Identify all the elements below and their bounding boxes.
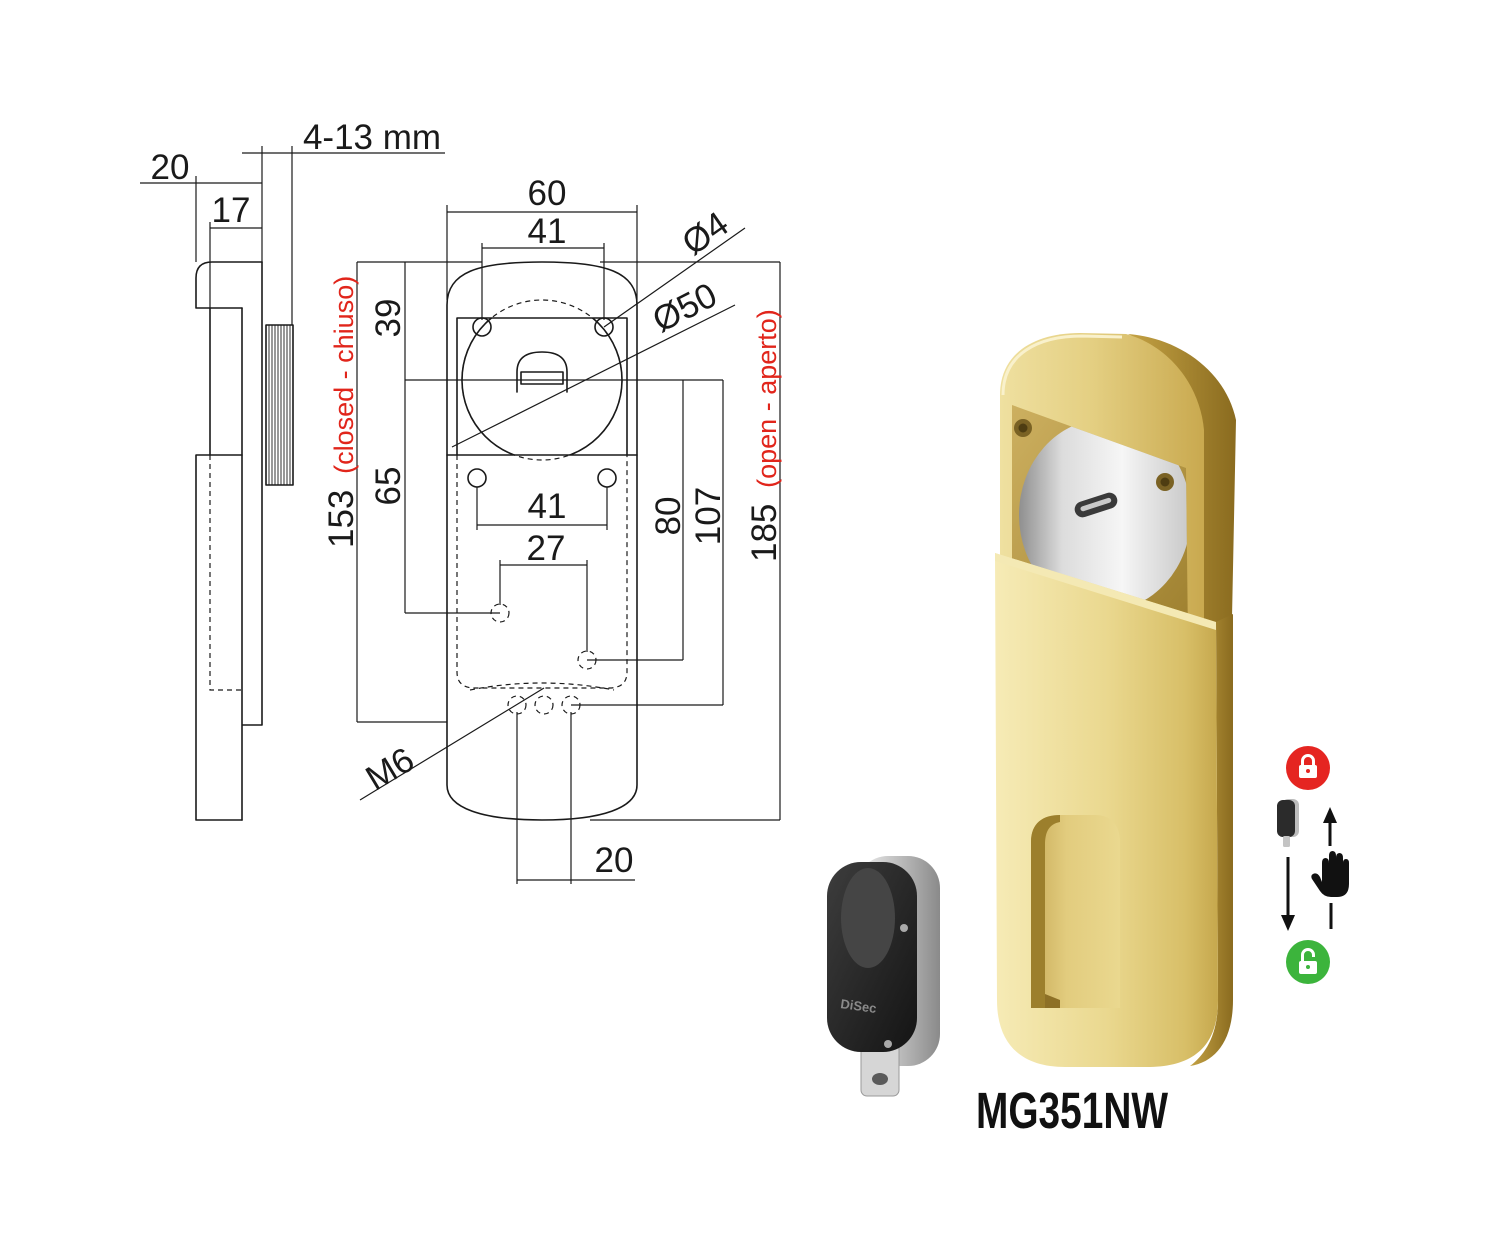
magnetic-key-screw-top (900, 924, 908, 932)
product-model-name: MG351NW (976, 1082, 1169, 1139)
locked-shackle (1301, 754, 1315, 766)
render-keyhole-inner (1080, 497, 1112, 512)
dim-closed-height-value: 153 (322, 490, 361, 548)
cover-cap-side (1128, 334, 1236, 632)
cylinder-rose (1019, 419, 1188, 611)
thread-label: M6 (359, 740, 421, 798)
locked-keyhole (1306, 769, 1310, 773)
arrow-down-head (1281, 915, 1295, 931)
hidden-back-plate-outline (456, 455, 628, 689)
product-render (995, 333, 1236, 1067)
dim-cylinder-to-hole-b: 107 (689, 487, 728, 545)
magnetic-key-screw-bottom (884, 1040, 892, 1048)
hand-icon (1311, 851, 1349, 897)
magnetic-key-brand-logo: DiSec (840, 996, 878, 1016)
side-view-dimensions: 20 17 4-13 mm (140, 118, 445, 325)
arrow-up-head (1323, 807, 1337, 823)
front-view-dimension-lines (356, 211, 781, 881)
keyhole-slot (520, 371, 564, 385)
dim-lower-hole-spacing: 27 (527, 529, 566, 568)
magnetic-key: DiSec (827, 856, 940, 1097)
dim-bottom-hole-spacing: 20 (595, 841, 634, 880)
render-keyhole (1074, 492, 1118, 518)
open-label: (open - aperto) (752, 309, 782, 488)
render-screw-hole-right-inner (1160, 477, 1170, 487)
dim-door-thickness: 4-13 mm (303, 118, 441, 157)
front-view-window-frame (456, 317, 628, 456)
slider-finger-slot-shadow (1031, 815, 1060, 1008)
m6-hole-center (534, 695, 554, 715)
front-view-outline (446, 261, 638, 821)
dim-cover-depth: 17 (212, 191, 251, 230)
closed-label: (closed - chiuso) (329, 276, 359, 474)
slider-finger-slot-notch (1045, 994, 1060, 1008)
slider-top-bevel (995, 553, 1216, 630)
dim-cylinder-to-lower-hole: 65 (369, 467, 408, 506)
dim-open-height: 185 (open - aperto) (745, 309, 784, 562)
cylinder-rose-group (1019, 419, 1188, 611)
side-view-cylinder (265, 324, 294, 486)
arrow-up-icon (1323, 807, 1337, 846)
cover-cap-highlight (1001, 334, 1123, 396)
padlock-closed-icon (1286, 746, 1330, 790)
dim-total-depth: 20 (151, 148, 190, 187)
middle-left-fixing-hole (467, 468, 487, 488)
dim-open-height-value: 185 (745, 504, 784, 562)
dim-closed-height: 153 (closed - chiuso) (322, 276, 361, 548)
slider-finger-slot (1031, 815, 1120, 1008)
middle-right-fixing-hole (597, 468, 617, 488)
keyhole-arch (516, 351, 568, 393)
m6-hole-left (507, 695, 527, 715)
dim-top-to-cylinder-center: 39 (369, 299, 408, 338)
hidden-back-plate-arc (469, 682, 615, 691)
unlocked-keyhole (1306, 965, 1310, 969)
side-view-cylinder-knurling (268, 325, 291, 485)
slider-side (1190, 614, 1233, 1066)
render-screw-hole-left-inner (1018, 423, 1028, 433)
padlock-open-icon (1286, 940, 1330, 984)
front-view-dimensions: 60 41 Ø4 Ø50 39 65 153 (closed - chiuso)… (322, 174, 784, 884)
unlocked-shackle (1301, 948, 1315, 961)
arrow-down-icon (1281, 857, 1295, 931)
front-view-extension-lines (357, 205, 780, 884)
key-icon-body (1277, 800, 1295, 837)
magnetic-key-icon (1277, 799, 1299, 847)
dim-middle-hole-spacing: 41 (528, 487, 567, 526)
keyhole (516, 351, 568, 393)
key-icon-tab (1283, 836, 1290, 847)
dim-cylinder-to-hole-a: 80 (649, 497, 688, 536)
magnetic-key-tab-hole (872, 1073, 888, 1085)
side-view-hidden-edge (209, 455, 242, 691)
front-view-leader-lines (359, 227, 746, 801)
side-view-back-plate (241, 261, 263, 821)
side-view-slider (195, 454, 243, 821)
dim-hole-diameter: Ø4 (675, 204, 736, 263)
operation-legend (1277, 746, 1349, 984)
side-view-dimension-lines (140, 146, 445, 325)
side-view-cover-cap (195, 261, 263, 309)
magnetic-key-thumb-recess (841, 868, 895, 968)
dim-width: 60 (528, 174, 567, 213)
dim-top-hole-spacing: 41 (528, 212, 567, 251)
side-view (195, 261, 294, 821)
